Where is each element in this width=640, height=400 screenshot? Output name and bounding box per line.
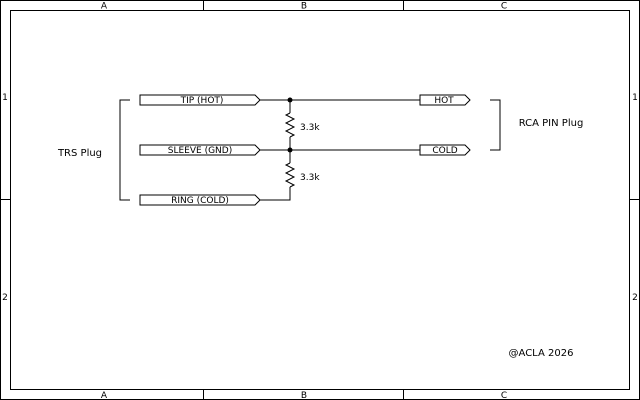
column-label-top-a: A <box>101 2 108 12</box>
resistor-r1-symbol <box>284 112 296 138</box>
trs-plug-label: TRS Plug <box>57 148 102 159</box>
net-flag-tip <box>139 94 261 106</box>
junction-dot-hot <box>287 97 293 103</box>
net-flag-sleeve <box>139 144 261 156</box>
inner-frame <box>10 10 630 390</box>
column-label-bottom-c: C <box>501 391 507 400</box>
resistor-r2-symbol <box>284 162 296 188</box>
rca-bracket <box>490 99 501 151</box>
resistor-r1-value: 3.3k <box>300 123 320 133</box>
rca-plug-label: RCA PIN Plug <box>519 118 584 129</box>
column-label-top-b: B <box>301 2 307 12</box>
row-label-left-2: 2 <box>2 293 8 303</box>
copyright-text: @ACLA 2026 <box>509 348 574 359</box>
net-label-cold: COLD <box>432 146 457 156</box>
wires <box>260 99 420 201</box>
column-label-bottom-a: A <box>101 391 108 400</box>
trs-bracket <box>119 99 130 201</box>
junction-dot-gnd <box>287 147 293 153</box>
net-flag-cold <box>419 144 471 156</box>
column-label-top-c: C <box>501 2 507 12</box>
net-label-sleeve: SLEEVE (GND) <box>168 146 232 156</box>
column-label-bottom-b: B <box>301 391 307 400</box>
net-flag-ring <box>139 194 261 206</box>
net-flag-hot <box>419 94 471 106</box>
net-label-ring: RING (COLD) <box>171 196 229 206</box>
net-label-tip: TIP (HOT) <box>180 96 224 106</box>
net-label-hot: HOT <box>434 96 454 106</box>
row-label-right-1: 1 <box>632 93 638 103</box>
resistor-r2-value: 3.3k <box>300 173 320 183</box>
row-label-left-1: 1 <box>2 93 8 103</box>
row-label-right-2: 2 <box>632 293 638 303</box>
